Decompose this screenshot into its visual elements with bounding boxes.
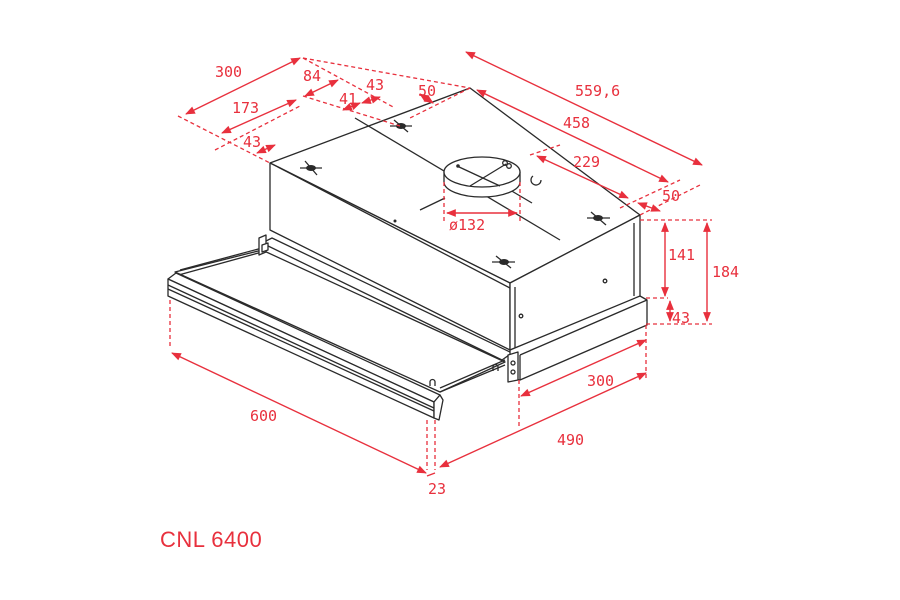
dimension-labels: 300 84 43 41 50 173 43 559,6 458 229 50 … <box>215 63 739 498</box>
model-name: CNL 6400 <box>160 527 263 552</box>
mount-cross-3 <box>587 211 610 226</box>
dim-label-84: 84 <box>303 67 321 85</box>
dim-label-141: 141 <box>668 246 695 264</box>
dimension-lines <box>169 51 712 477</box>
dim-label-229: 229 <box>573 153 600 171</box>
right-bracket <box>507 351 519 383</box>
mount-cross-1 <box>300 160 322 176</box>
dim-label-41: 41 <box>339 90 357 108</box>
dim-label-300-side: 300 <box>587 372 614 390</box>
dim-label-50-left: 50 <box>418 82 436 100</box>
dim-label-184: 184 <box>712 263 739 281</box>
dim-label-50-right: 50 <box>662 187 680 205</box>
dim-label-600: 600 <box>250 407 277 425</box>
dim-label-43-left: 43 <box>243 133 261 151</box>
dim-label-diameter-132: ø132 <box>449 216 485 234</box>
mount-cross-2 <box>390 119 412 133</box>
dim-label-458: 458 <box>563 114 590 132</box>
dim-label-43-top: 43 <box>366 76 384 94</box>
dim-label-490: 490 <box>557 431 584 449</box>
mount-cross-4 <box>492 255 515 269</box>
dim-label-173: 173 <box>232 99 259 117</box>
dim-label-23: 23 <box>428 480 446 498</box>
dim-label-300-top: 300 <box>215 63 242 81</box>
dim-label-43-height: 43 <box>672 309 690 327</box>
dim-label-559-6: 559,6 <box>575 82 620 100</box>
